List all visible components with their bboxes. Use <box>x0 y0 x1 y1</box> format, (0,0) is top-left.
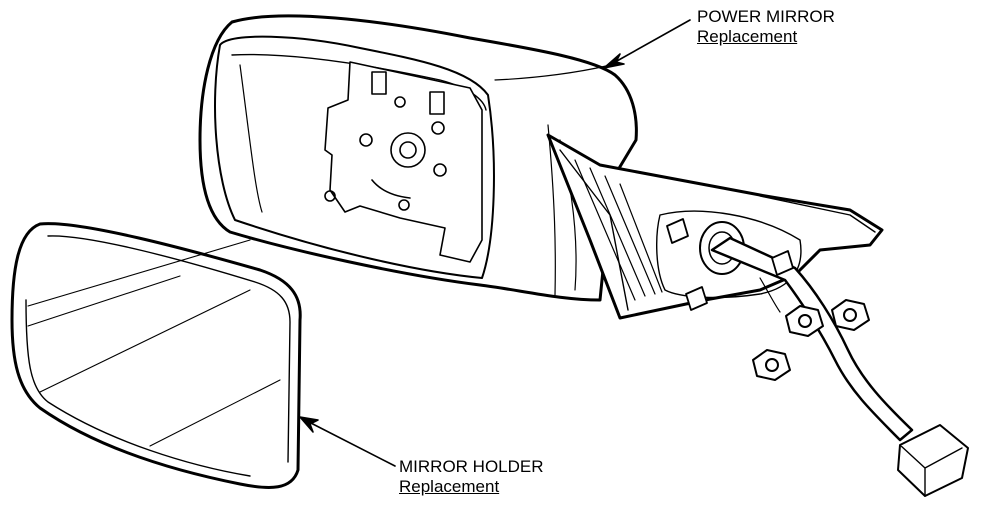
actuator-slot-2 <box>429 91 445 115</box>
flange-nuts <box>752 299 870 381</box>
mirror-holder-note: Replacement <box>399 477 500 496</box>
mirror-holder-bezel <box>47 235 291 463</box>
mirror-holder-title: MIRROR HOLDER <box>399 457 544 476</box>
mirror-glass-reflection-1 <box>27 239 251 307</box>
base-bracket-arm <box>759 195 876 233</box>
mirror-glass-reflection-3 <box>39 289 251 393</box>
actuator-rib <box>371 179 411 199</box>
wire-harness <box>699 221 914 442</box>
mirror-holder-callout: MIRROR HOLDER Replacement <box>399 457 544 497</box>
actuator-hole-4 <box>394 96 406 108</box>
leader-lines <box>299 19 691 467</box>
actuator-plate-outline <box>324 61 483 263</box>
power-mirror-note: Replacement <box>697 27 798 46</box>
base-bracket-ribs <box>574 159 663 301</box>
actuator-center-hole <box>390 132 426 168</box>
flange-nut-3 <box>752 349 791 381</box>
power-mirror-callout: POWER MIRROR Replacement <box>697 7 835 47</box>
flange-nut-1 <box>785 305 824 337</box>
mirror-glass-reflection-4 <box>149 379 281 447</box>
stud-3 <box>771 250 794 276</box>
actuator-hole-3 <box>431 121 445 135</box>
connector-face <box>899 444 963 497</box>
housing-inner-rim <box>231 53 487 111</box>
housing-contour-3 <box>547 124 556 296</box>
harness-cable <box>710 236 914 442</box>
actuator-slot-1 <box>371 71 387 95</box>
actuator-hole-5 <box>324 190 336 202</box>
arrowhead-mirror-holder <box>299 416 319 433</box>
actuator-hole-1 <box>359 133 373 147</box>
actuator-plate <box>324 61 483 263</box>
housing-contour <box>494 65 607 81</box>
leader-mirror-holder <box>304 419 396 467</box>
stud-1 <box>666 218 689 244</box>
harness-cable-detail <box>759 277 781 313</box>
leader-power-mirror <box>607 19 691 67</box>
actuator-center-hole-inner <box>399 141 417 159</box>
mirror-holder <box>10 222 302 489</box>
housing-rim <box>214 35 495 279</box>
power-mirror-title: POWER MIRROR <box>697 7 835 26</box>
mirror-holder-outline <box>10 222 302 489</box>
actuator-hole-6 <box>398 199 410 211</box>
mirror-holder-bezel-2 <box>25 299 251 477</box>
harness-connector <box>897 424 969 497</box>
stud-2 <box>685 286 708 311</box>
mounting-studs <box>666 218 794 311</box>
actuator-hole-2 <box>433 163 447 177</box>
arrowhead-power-mirror <box>603 53 625 69</box>
flange-nut-2 <box>831 299 870 331</box>
mirror-glass-reflection-2 <box>27 275 181 327</box>
housing-inner-rim-2 <box>239 64 263 213</box>
